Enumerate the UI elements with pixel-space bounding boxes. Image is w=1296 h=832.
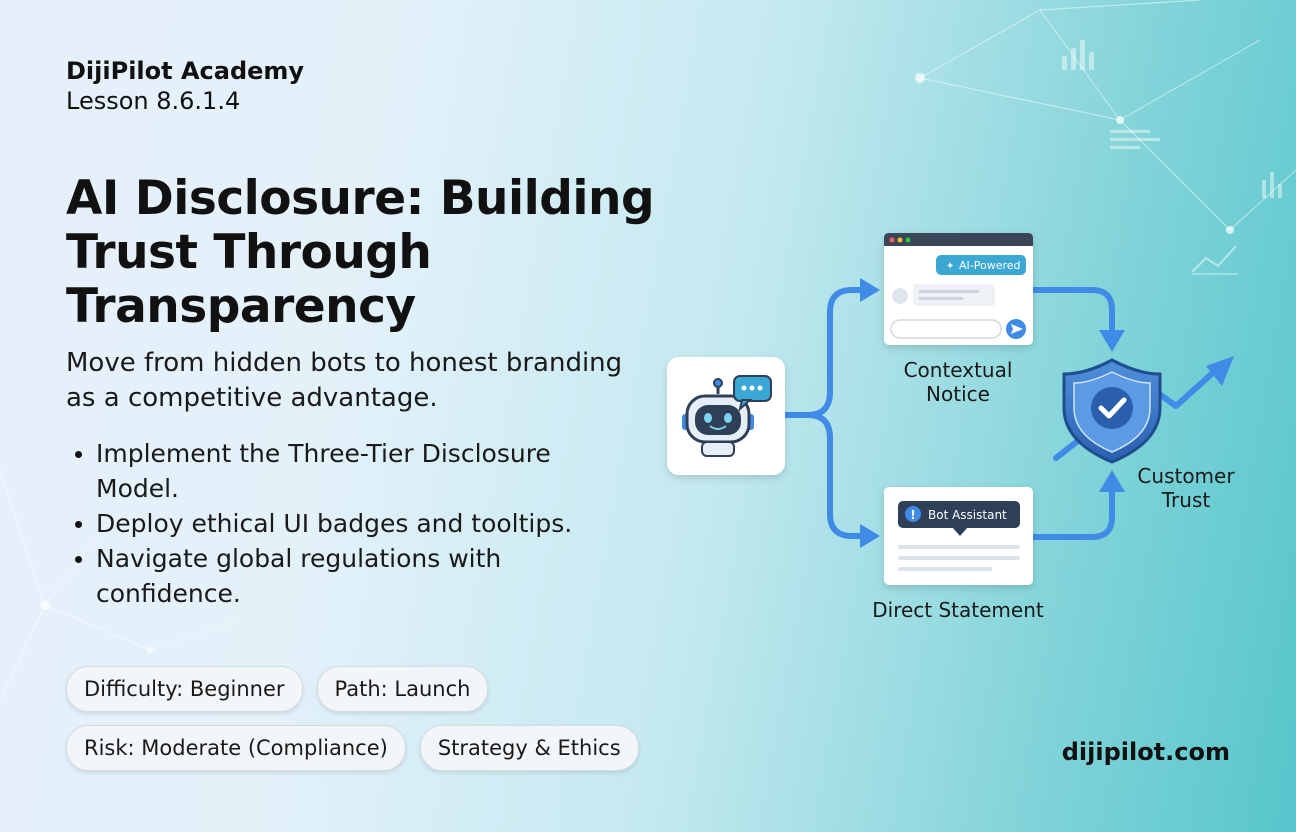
contextual-notice-label-line2: Notice xyxy=(926,382,990,406)
path-tag: Path: Launch xyxy=(316,666,489,712)
contextual-notice-window: ✦ AI-Powered xyxy=(884,233,1033,345)
svg-text:!: ! xyxy=(910,508,915,522)
robot-chat-icon xyxy=(667,357,785,475)
customer-trust-label: Customer xyxy=(1137,464,1235,488)
page-subtitle: Move from hidden bots to honest branding… xyxy=(66,348,623,413)
academy-name: DijiPilot Academy xyxy=(66,57,305,85)
objective-item: Navigate global regulations with confide… xyxy=(66,541,606,611)
brand-block: DijiPilot Academy Lesson 8.6.1.4 xyxy=(66,56,304,116)
learning-objectives-list: Implement the Three-Tier Disclosure Mode… xyxy=(66,436,606,611)
ai-powered-badge: AI-Powered xyxy=(959,259,1021,272)
category-tag: Strategy & Ethics xyxy=(419,725,639,771)
bot-assistant-badge: Bot Assistant xyxy=(928,508,1007,522)
shield-check-icon xyxy=(1062,358,1162,464)
sparkle-icon: ✦ xyxy=(946,261,954,272)
flow-arrows xyxy=(784,287,1115,540)
direct-statement-card: ! Bot Assistant xyxy=(884,487,1033,585)
objective-item: Deploy ethical UI badges and tooltips. xyxy=(66,506,606,541)
risk-tag: Risk: Moderate (Compliance) xyxy=(66,725,406,771)
objective-item: Implement the Three-Tier Disclosure Mode… xyxy=(66,436,606,506)
customer-trust-label-line2: Trust xyxy=(1161,488,1211,512)
lesson-tags: Difficulty: Beginner Path: Launch Risk: … xyxy=(66,666,686,784)
website-domain: dijipilot.com xyxy=(1061,738,1230,766)
page-title: AI Disclosure: Building Trust Through Tr… xyxy=(66,171,655,334)
contextual-notice-label: Contextual xyxy=(904,358,1013,382)
lesson-number: Lesson 8.6.1.4 xyxy=(66,87,241,115)
difficulty-tag: Difficulty: Beginner xyxy=(66,666,303,712)
direct-statement-label: Direct Statement xyxy=(872,598,1044,622)
alert-icon xyxy=(905,506,921,522)
